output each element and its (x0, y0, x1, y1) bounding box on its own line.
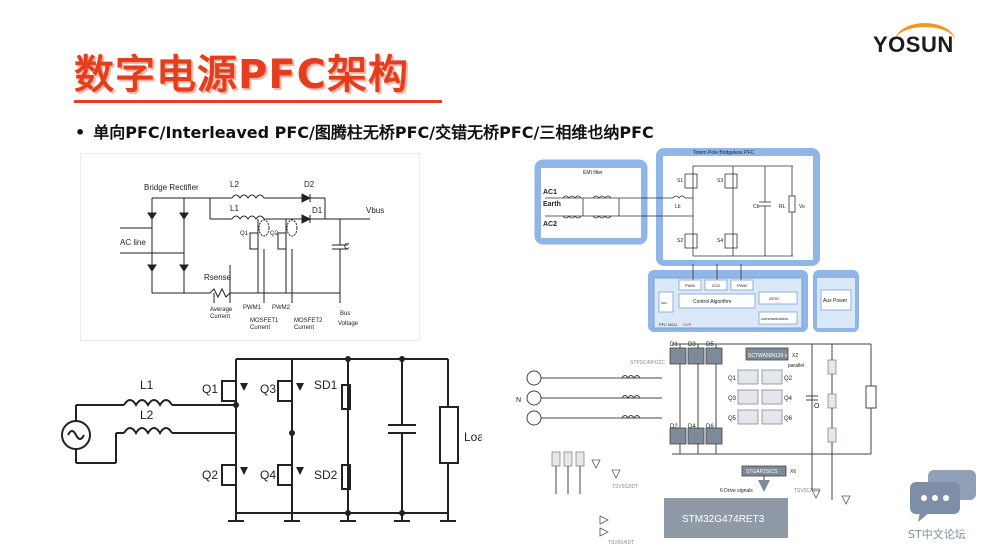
label-zcd: ZCD (712, 283, 720, 288)
label-x2: X2 (792, 353, 798, 359)
label-vo: Vo (799, 204, 805, 210)
label-parallel: parallel (788, 363, 804, 369)
forum-watermark: ST中文论坛 (906, 470, 980, 542)
label-ac2: AC2 (543, 221, 557, 228)
label-average: Average (210, 307, 233, 313)
label-mosfet1: MOSFET1 (250, 318, 279, 324)
label-bl-q3: Q3 (260, 382, 276, 396)
label-communication: communication (761, 316, 788, 321)
label-d1: D1 (312, 206, 323, 215)
label-rsense: Rsense (204, 273, 232, 282)
label-v-q6: Q6 (784, 416, 793, 422)
label-v-d5: D5 (706, 342, 714, 348)
label-s2: S2 (677, 238, 683, 244)
label-v-q3: Q3 (728, 396, 737, 402)
label-bl-l2: L2 (140, 408, 154, 422)
label-q1: Q1 (240, 231, 249, 237)
label-q2: Q2 (270, 231, 279, 237)
label-sctwa: SCTWA50N120 x 2 (748, 353, 792, 359)
label-adc: ADC (661, 301, 668, 305)
label-v-q2: Q2 (784, 376, 793, 382)
logo-arc (895, 23, 955, 41)
label-ac1: AC1 (543, 189, 557, 196)
label-rl: RL (779, 204, 786, 210)
label-vbus: Vbus (366, 206, 384, 215)
label-s3: S3 (717, 178, 723, 184)
totem-pole-pfc-diagram: EMI filter Totem Pole Bridgeless PFC AC1… (533, 146, 863, 334)
label-s4: S4 (717, 238, 723, 244)
label-bl-q1: Q1 (202, 382, 218, 396)
label-pwm1: PWM1 (243, 305, 262, 311)
watermark-text: ST中文论坛 (908, 528, 966, 541)
label-stgap: STGAP2SICS (746, 469, 778, 475)
label-mosfet2-current: Current (294, 325, 314, 331)
label-bus-voltage: Voltage (338, 321, 359, 327)
bullet-text: 单向PFC/Interleaved PFC/图腾柱无桥PFC/交错无桥PFC/三… (93, 123, 654, 142)
vienna-pfc-diagram: D1 D3 D5 D2 D4 D6 Q1 Q2 Q3 Q4 Q5 Q6 STPS… (512, 340, 892, 546)
yosun-logo: YOSUN (873, 20, 958, 60)
label-bl-q4: Q4 (260, 468, 276, 482)
bullet-line: • 单向PFC/Interleaved PFC/图腾柱无桥PFC/交错无桥PFC/… (75, 119, 654, 143)
label-cb: Cb (753, 204, 760, 210)
label-v-q1: Q1 (728, 376, 737, 382)
label-v-d6: D6 (706, 424, 714, 430)
label-v-d4: D4 (688, 424, 696, 430)
label-l2: L2 (230, 180, 239, 189)
label-v-d1: D1 (670, 342, 678, 348)
label-pfc-mcu: PFC MCU (659, 322, 677, 327)
interleaved-pfc-diagram: Bridge Rectifier L2 L1 D2 D1 Vbus AC lin… (80, 153, 420, 341)
label-node-o: O (814, 403, 820, 410)
label-node-n: N (516, 397, 521, 404)
label-ovp: OVP (683, 322, 692, 327)
label-tsv-1: TSV912IDT (612, 484, 638, 490)
title-underline (74, 100, 442, 103)
label-bridge-rectifier: Bridge Rectifier (144, 183, 199, 192)
label-stpsc: STPSC40H12C (630, 360, 665, 366)
label-v-d3: D3 (688, 342, 696, 348)
label-control-algorithm: Control Algorithm (693, 299, 731, 305)
label-bl-q2: Q2 (202, 468, 218, 482)
label-mcu-stm32: STM32G474RET3 (682, 514, 765, 525)
label-mosfet2: MOSFET2 (294, 318, 323, 324)
label-earth: Earth (543, 201, 561, 208)
label-bl-load: Load (464, 430, 482, 444)
label-pwm2: PWM2 (272, 305, 291, 311)
bridgeless-pfc-diagram: L1 L2 Q1 Q2 Q3 Q4 SD1 SD2 Load (52, 343, 482, 533)
label-bus: Bus (340, 311, 350, 317)
label-totem-pole: Totem Pole Bridgeless PFC (693, 150, 755, 156)
label-ac-line: AC line (120, 238, 146, 247)
label-pwm-a: PWM (685, 283, 695, 288)
label-drive-signals: 6 Drive signals (720, 488, 753, 494)
label-bl-sd1: SD1 (314, 378, 338, 392)
label-x6: X6 (790, 469, 796, 475)
logo-text: YOSUN (873, 32, 954, 57)
label-v-q4: Q4 (784, 396, 793, 402)
bullet-dot: • (75, 123, 86, 142)
label-gpio: GPIO (769, 296, 779, 301)
label-v-d2: D2 (670, 424, 678, 430)
label-pwm-b: PWM (737, 283, 747, 288)
label-s1: S1 (677, 178, 683, 184)
label-average-current: Current (210, 314, 230, 320)
label-bl-sd2: SD2 (314, 468, 338, 482)
page-title: 数字电源PFC架构 (74, 52, 409, 98)
label-aux-power: Aux Power (823, 298, 848, 304)
chat-bubble-icon (910, 470, 976, 522)
label-l1: L1 (230, 204, 239, 213)
label-tsv-2: TSV912IDT (794, 488, 820, 494)
label-emi-filter: EMI filter (583, 170, 603, 176)
label-tsv-3: TSV914IDT (608, 540, 634, 546)
label-lb: Lb (675, 204, 681, 210)
label-d2: D2 (304, 180, 315, 189)
label-bl-l1: L1 (140, 378, 154, 392)
label-mosfet1-current: Current (250, 325, 270, 331)
label-c: C (344, 242, 350, 251)
label-v-q5: Q5 (728, 416, 737, 422)
